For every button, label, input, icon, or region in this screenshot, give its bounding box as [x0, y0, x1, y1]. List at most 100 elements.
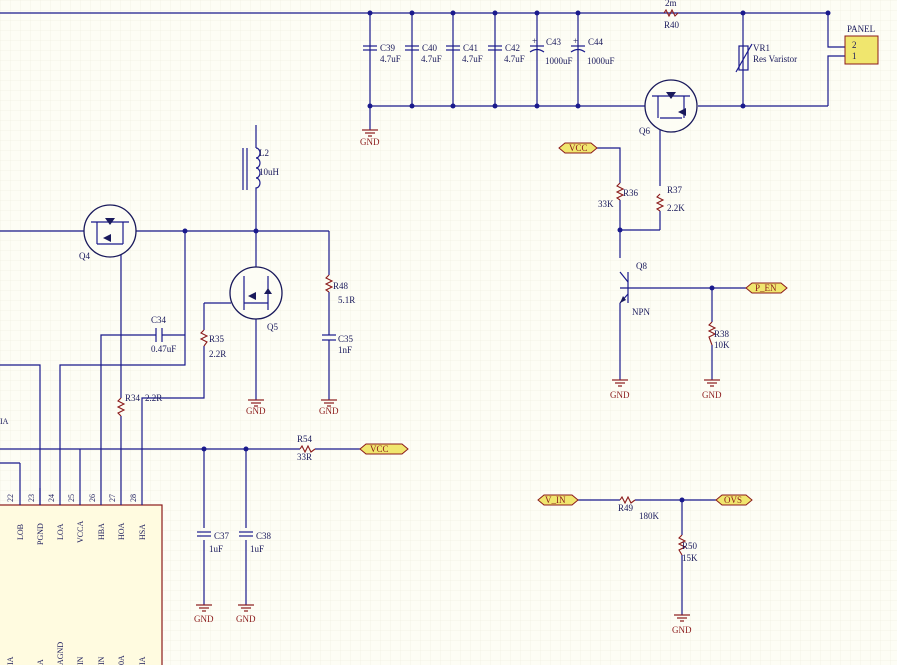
resistor-r48: R48 5.1R [324, 274, 355, 305]
svg-text:OVS: OVS [724, 495, 742, 505]
svg-text:R40: R40 [664, 20, 680, 30]
svg-text:5.1R: 5.1R [338, 295, 355, 305]
svg-text:PANEL: PANEL [847, 24, 875, 34]
svg-text:IN: IN [76, 656, 85, 665]
svg-text:VCC: VCC [569, 143, 588, 153]
svg-text:HOA: HOA [117, 522, 126, 540]
svg-text:R34: R34 [125, 393, 141, 403]
varistor-vr1: VR1 Res Varistor [735, 43, 797, 73]
resistor-r50: R50 15K [677, 534, 698, 563]
ground-symbol-c38: GND [236, 604, 256, 624]
ground-symbol-q5: GND [246, 399, 266, 416]
ic-pin-28: 28 HSA [129, 488, 147, 540]
ic-pin-22: 22 LOB [6, 488, 25, 540]
junctions [182, 10, 831, 503]
svg-text:33R: 33R [297, 452, 312, 462]
capacitor-c38: C38 1uF [239, 531, 272, 554]
svg-text:R38: R38 [714, 329, 730, 339]
svg-text:VR1: VR1 [753, 43, 770, 53]
port-vcc-q6: VCC [558, 142, 598, 154]
svg-text:27: 27 [108, 494, 117, 502]
svg-text:4.7uF: 4.7uF [380, 54, 401, 64]
ic-block [0, 488, 163, 665]
resistor-r54: R54 33R [297, 434, 316, 462]
port-p-en: P_EN [745, 282, 788, 294]
svg-text:IA: IA [138, 656, 147, 665]
svg-text:0.47uF: 0.47uF [151, 344, 176, 354]
capacitor-c34: C34 0.47uF [151, 315, 176, 354]
ground-symbol-cap-bank: GND [360, 129, 380, 147]
ic-pin-26: 26 HBA [88, 488, 106, 540]
svg-text:GND: GND [319, 406, 339, 416]
svg-text:28: 28 [129, 494, 138, 502]
mosfet-q6: Q6 [639, 79, 698, 136]
svg-text:R54: R54 [297, 434, 313, 444]
svg-text:2m: 2m [665, 0, 677, 8]
svg-text:R50: R50 [682, 541, 698, 551]
svg-text:GND: GND [360, 137, 380, 147]
svg-text:IN: IN [97, 656, 106, 665]
resistor-r34: R34 2.2R [116, 393, 162, 417]
svg-text:L2: L2 [259, 148, 269, 158]
transistor-q8: Q8 NPN [619, 261, 651, 317]
resistor-r40: 2m R40 [663, 0, 680, 30]
port-v-in: V_IN [537, 494, 579, 506]
svg-text:IA: IA [0, 417, 9, 426]
svg-text:1000uF: 1000uF [545, 56, 573, 66]
svg-text:A: A [36, 659, 45, 665]
capacitor-c40: C40 4.7uF [405, 43, 442, 64]
ground-symbol-q8: GND [610, 379, 630, 400]
svg-text:4.7uF: 4.7uF [462, 54, 483, 64]
svg-text:+: + [532, 36, 537, 46]
wires [0, 12, 845, 615]
svg-text:Q4: Q4 [79, 251, 90, 261]
capacitor-c35: C35 1nF [322, 334, 354, 355]
svg-text:1: 1 [852, 51, 857, 61]
ic-bottom-pin-labels: IA A AGND IN IN 0A IA [6, 642, 147, 665]
svg-text:25: 25 [67, 494, 76, 502]
svg-text:C43: C43 [546, 37, 562, 47]
svg-text:1nF: 1nF [338, 345, 352, 355]
svg-text:P_EN: P_EN [755, 283, 777, 293]
port-ovs: OVS [715, 494, 753, 506]
mosfet-q5: Q5 [229, 266, 283, 332]
svg-text:NPN: NPN [632, 307, 651, 317]
svg-text:0A: 0A [117, 655, 126, 665]
svg-text:GND: GND [194, 614, 214, 624]
resistor-r38: R38 10K [707, 321, 730, 350]
svg-text:HSA: HSA [138, 524, 147, 540]
svg-text:GND: GND [702, 390, 722, 400]
svg-text:R35: R35 [209, 334, 225, 344]
svg-text:C42: C42 [505, 43, 520, 53]
svg-text:VCCA: VCCA [76, 521, 85, 543]
ic-pin-25: 25 VCCA [67, 488, 85, 543]
port-vcc-r54: VCC [359, 443, 409, 455]
svg-text:4.7uF: 4.7uF [504, 54, 525, 64]
svg-text:C35: C35 [338, 334, 354, 344]
svg-text:VCC: VCC [370, 444, 389, 454]
svg-text:26: 26 [88, 494, 97, 502]
capacitor-c41: C41 4.7uF [446, 43, 483, 64]
resistor-r37: R37 2.2K [655, 185, 685, 213]
svg-text:C39: C39 [380, 43, 396, 53]
panel-connector: PANEL 2 1 [844, 24, 879, 65]
svg-text:R36: R36 [623, 188, 639, 198]
svg-text:LOA: LOA [56, 523, 65, 540]
svg-text:22: 22 [6, 494, 15, 502]
svg-text:2.2R: 2.2R [209, 349, 226, 359]
capacitor-c42: C42 4.7uF [488, 43, 525, 64]
capacitor-c43: + C43 1000uF [529, 36, 573, 66]
svg-text:15K: 15K [682, 553, 698, 563]
ic-pin-27: 27 HOA [108, 488, 126, 540]
svg-text:HBA: HBA [97, 523, 106, 540]
ic-pin-23: 23 PGND [27, 488, 45, 545]
svg-text:R49: R49 [618, 503, 634, 513]
capacitor-c37: C37 1uF [197, 531, 230, 554]
svg-text:2.2K: 2.2K [667, 203, 685, 213]
svg-text:2: 2 [852, 40, 857, 50]
svg-text:2.2R: 2.2R [145, 393, 162, 403]
capacitor-c44: + C44 1000uF [570, 36, 615, 66]
resistor-r49: R49 180K [618, 495, 660, 521]
svg-text:1uF: 1uF [209, 544, 223, 554]
